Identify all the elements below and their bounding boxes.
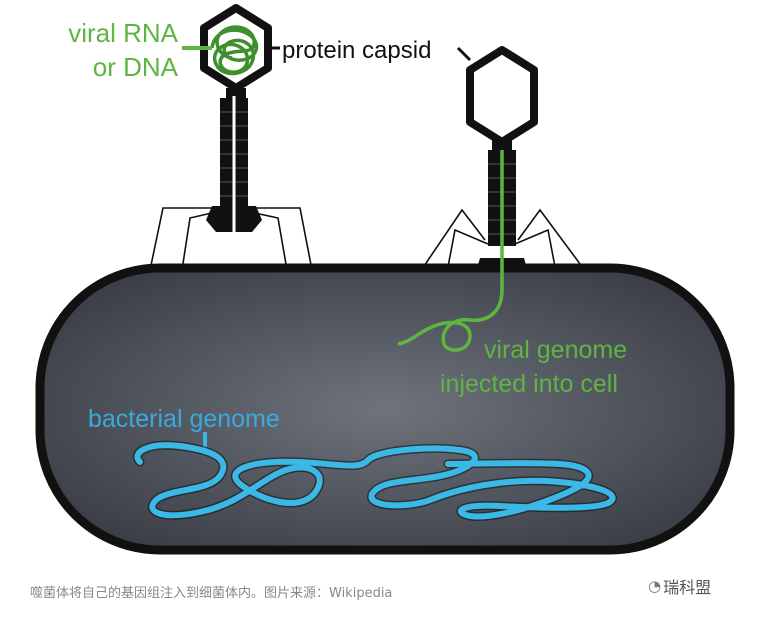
label-bacterial-genome: bacterial genome bbox=[88, 405, 280, 433]
watermark-text: 瑞科盟 bbox=[663, 578, 712, 597]
label-protein-capsid: protein capsid bbox=[282, 37, 431, 64]
injected-viral-genome bbox=[397, 150, 504, 352]
image-caption: 噬菌体将自己的基因组注入到细菌体内。图片来源：Wikipedia bbox=[30, 586, 393, 601]
right-phage-capsid bbox=[466, 46, 538, 146]
capsid-leader-right bbox=[456, 46, 472, 62]
label-or-dna: or DNA bbox=[93, 52, 179, 82]
right-phage bbox=[397, 46, 538, 352]
right-phage-tail-fibers bbox=[419, 208, 587, 273]
left-phage bbox=[200, 4, 272, 232]
right-phage-collar bbox=[492, 140, 512, 150]
viral-dna-coil bbox=[210, 25, 259, 76]
label-injected-into-cell: injected into cell bbox=[440, 370, 618, 398]
left-phage-collar bbox=[226, 88, 246, 98]
watermark: ◔ 瑞科盟 bbox=[648, 574, 711, 598]
bacterial-genome bbox=[133, 432, 617, 521]
wechat-icon: ◔ bbox=[648, 577, 662, 595]
label-viral-genome: viral genome bbox=[484, 336, 627, 364]
label-viral-rna: viral RNA bbox=[68, 18, 178, 48]
